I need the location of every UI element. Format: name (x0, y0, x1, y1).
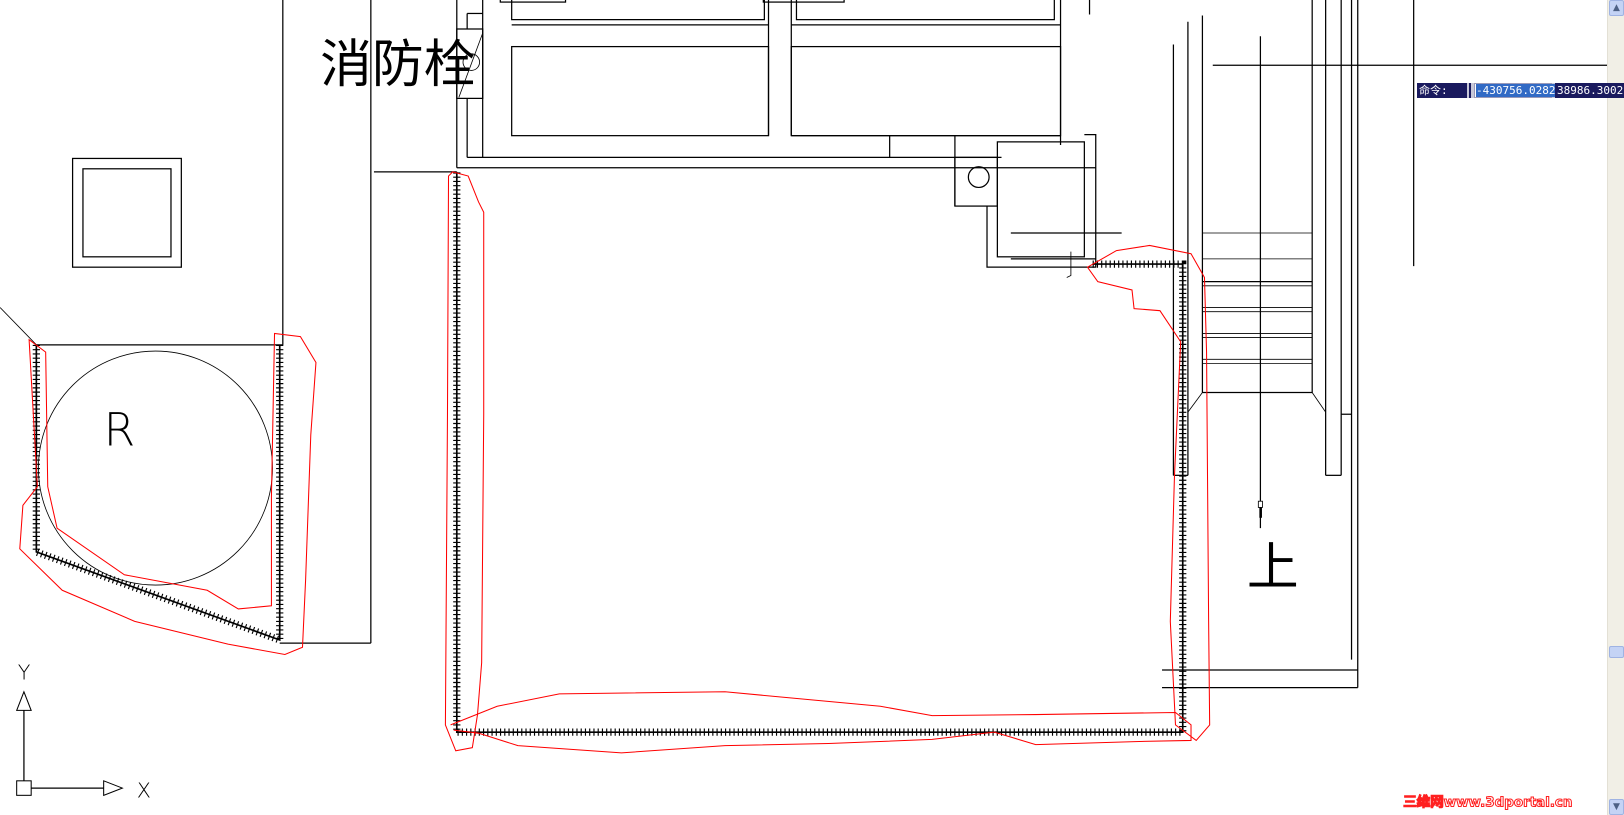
divider (1469, 83, 1471, 98)
vertical-scrollbar[interactable]: ▲ ▼ (1607, 0, 1624, 815)
markup-main-left (444, 171, 485, 752)
hydrant-box (456, 28, 484, 100)
command-label: 命令: (1417, 83, 1469, 98)
watermark: 三维网www.3dportal.cn (1403, 794, 1572, 811)
main-room-hatched-wall (453, 171, 1187, 736)
markup-left (19, 332, 317, 656)
y-coordinate-input[interactable]: 38986.3002 (1555, 83, 1624, 98)
chevron-down-icon[interactable]: ▼ (1609, 799, 1624, 815)
ucs-x-label: X (137, 778, 151, 802)
r-label: R (104, 403, 136, 456)
ucs-y-label: Y (18, 660, 31, 684)
scrollbar-thumb[interactable] (1609, 646, 1624, 658)
left-column-block (0, 0, 457, 644)
arrow-head (1257, 500, 1263, 508)
markup-main-bottom (450, 691, 1192, 754)
up-label: 上 (1247, 538, 1299, 598)
stair-area (1162, 0, 1624, 689)
red-markup (19, 171, 1211, 754)
column-circle (967, 166, 990, 189)
coordinate-input-bar: 命令: -430756.0282 38986.3002 (1417, 83, 1624, 98)
chevron-up-icon[interactable]: ▲ (1609, 0, 1624, 16)
hydrant-label: 消防栓 (320, 35, 475, 95)
circle-outline (38, 350, 273, 586)
x-coordinate-value: -430756.0282 (1476, 84, 1556, 97)
left-hatched-wall (32, 344, 284, 644)
x-coordinate-input[interactable]: -430756.0282 (1474, 83, 1556, 98)
markup-main-right (1086, 244, 1211, 742)
top-building (456, 0, 1122, 278)
ucs-icon (15, 690, 124, 797)
